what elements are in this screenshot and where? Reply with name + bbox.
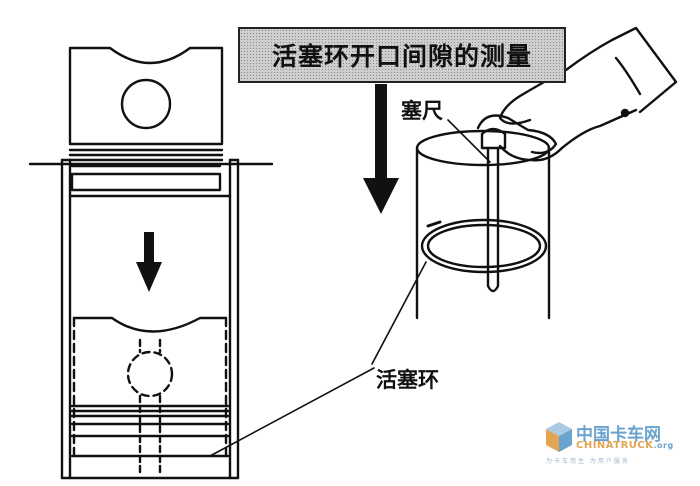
hand bbox=[476, 26, 678, 162]
cylinder-right bbox=[415, 129, 551, 320]
piston-ring-in-cylinder bbox=[420, 218, 548, 274]
cube-logo-icon bbox=[546, 422, 572, 452]
watermark-name-cn: 中国卡车网 bbox=[576, 425, 661, 445]
feeler-gauge-label: 塞尺 bbox=[401, 99, 443, 123]
watermark-tagline: 为卡车而生 为用户服务 bbox=[546, 458, 630, 465]
arrow-down-left bbox=[136, 232, 162, 292]
piston-pin-hole bbox=[120, 78, 172, 130]
watermark-name-en: CHINATRUCK.org bbox=[576, 440, 674, 451]
arrow-down-title bbox=[363, 84, 399, 214]
piston-ring-label: 活塞环 bbox=[376, 368, 439, 392]
watermark: 中国卡车网 CHINATRUCK.org 为卡车而生 为用户服务 bbox=[544, 418, 694, 470]
piston-inside bbox=[70, 316, 230, 478]
feeler-gauge bbox=[480, 127, 507, 293]
piston-top bbox=[68, 46, 224, 192]
leader-feeler bbox=[447, 119, 491, 163]
cylinder-left bbox=[28, 158, 274, 480]
title-box: 活塞环开口间隙的测量 bbox=[238, 27, 566, 83]
leader-ring-right bbox=[371, 261, 427, 365]
diagram-title: 活塞环开口间隙的测量 bbox=[271, 42, 532, 71]
leader-ring-left bbox=[209, 367, 375, 457]
